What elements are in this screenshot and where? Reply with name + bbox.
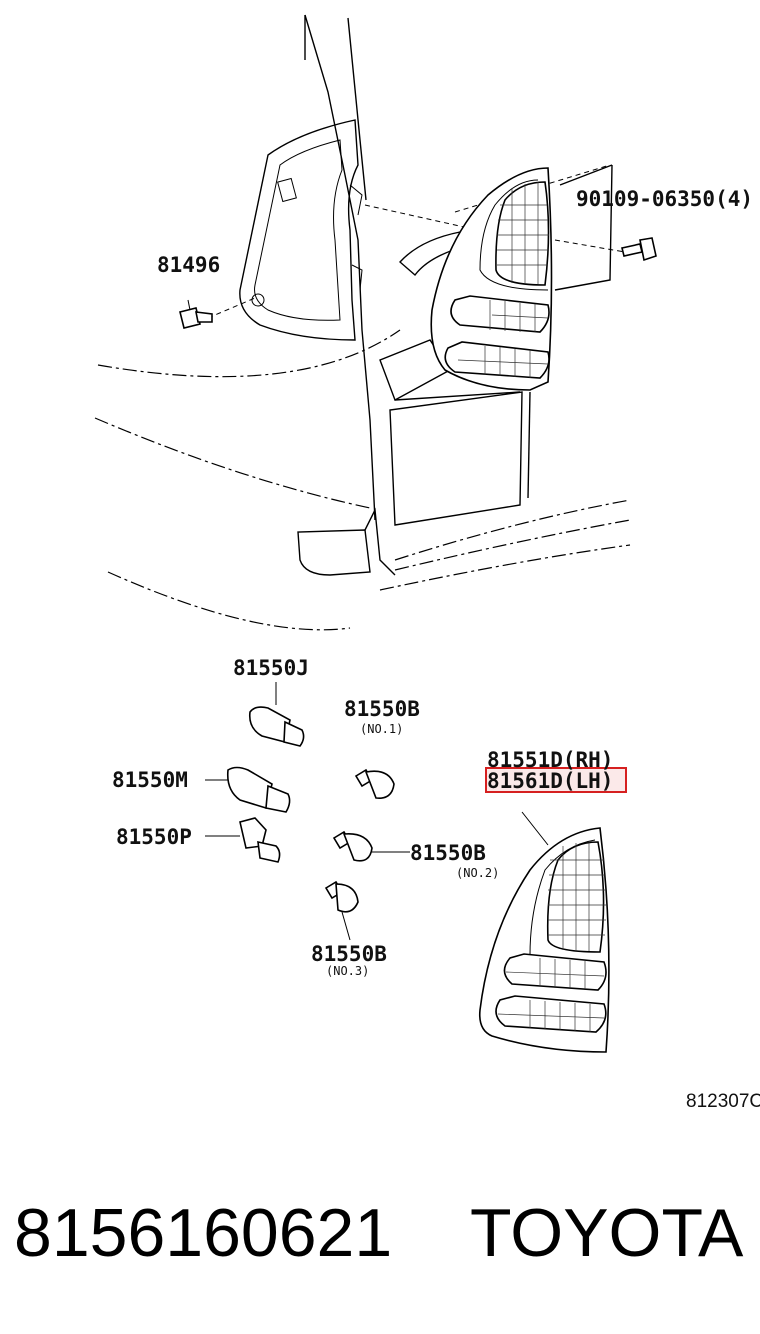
- label-bulb-1: 81550B: [344, 697, 420, 721]
- label-lamp-rh: 81551D(RH): [487, 748, 613, 772]
- bolt-icon: [621, 237, 657, 262]
- label-bulb-3-sub: (NO.3): [326, 964, 369, 978]
- bulb-no2-icon: [332, 830, 410, 862]
- part-number: 8156160621: [14, 1195, 392, 1271]
- clip-icon: [179, 299, 213, 329]
- socket-81550j-icon: [248, 682, 305, 747]
- label-bulb-1-sub: (NO.1): [360, 722, 403, 736]
- drawing-code: 812307C: [686, 1091, 760, 1112]
- label-clip: 81496: [157, 253, 220, 277]
- label-socket-m: 81550M: [112, 768, 188, 792]
- tail-lamp-installed: [430, 167, 553, 391]
- brand-name: TOYOTA: [470, 1195, 744, 1271]
- socket-81550p-icon: [205, 817, 281, 863]
- label-bulb-2-sub: (NO.2): [456, 866, 499, 880]
- label-bulb-3: 81550B: [311, 942, 387, 966]
- bulb-no1-icon: [354, 768, 395, 800]
- mount-line-bolt: [554, 239, 626, 253]
- highlight-lh-box: [485, 767, 627, 793]
- inner-trim-panel: [239, 119, 363, 341]
- label-bulb-2: 81550B: [410, 841, 486, 865]
- socket-81550m-icon: [205, 766, 291, 813]
- label-bolt: 90109-06350(4): [576, 187, 753, 211]
- label-lamp-lh: 81561D(LH): [487, 769, 613, 793]
- bulb-no3-icon: [324, 880, 359, 941]
- lamp-leader-line: [521, 811, 549, 846]
- tail-lamp-part-icon: [478, 827, 610, 1053]
- label-socket-p: 81550P: [116, 825, 192, 849]
- label-socket-j: 81550J: [233, 656, 309, 680]
